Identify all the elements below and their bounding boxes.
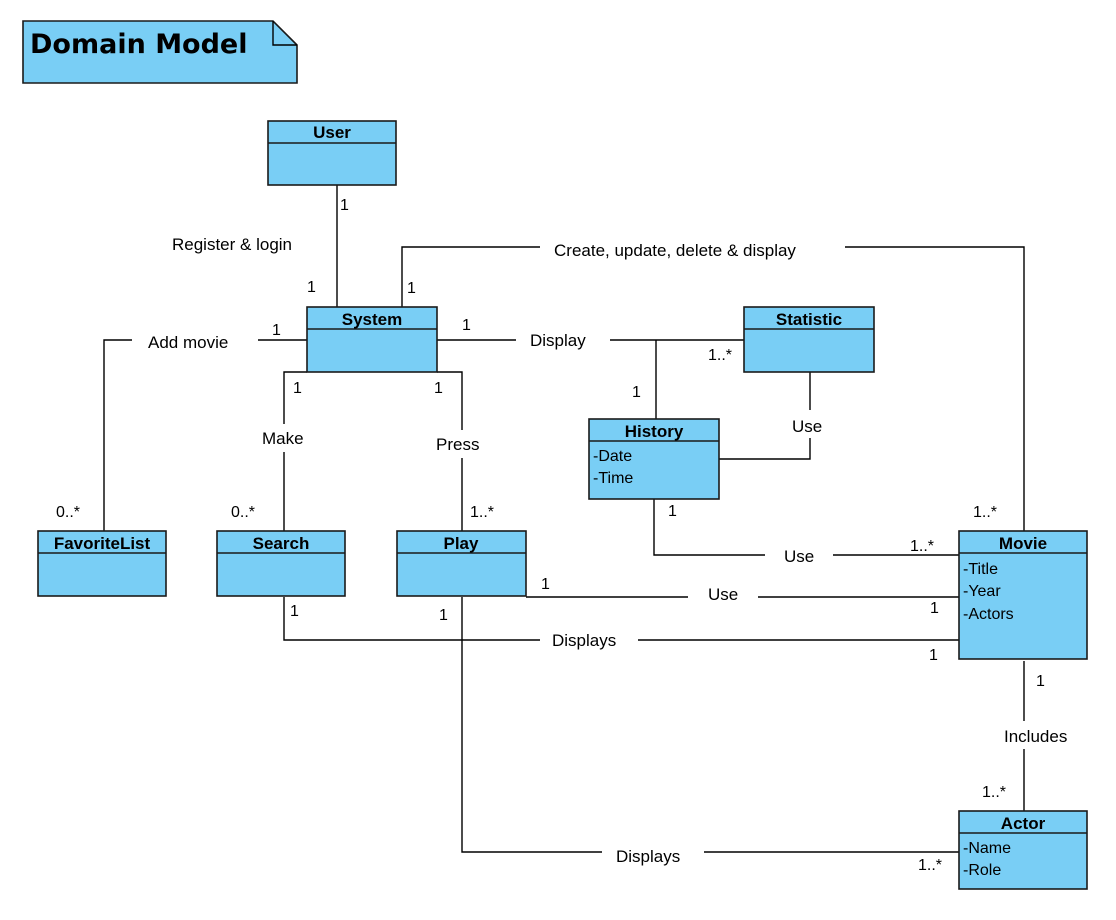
mult-display-statistic: 1..* xyxy=(708,347,732,364)
mult-display-system: 1 xyxy=(462,317,471,334)
line-search-displays xyxy=(283,597,540,641)
label-includes: Includes xyxy=(1004,727,1067,746)
class-play: Play xyxy=(396,530,527,597)
class-movie-attr-title: -Title xyxy=(963,561,998,578)
mult-includes-actor: 1..* xyxy=(982,784,1006,801)
mult-search-displays-movie: 1 xyxy=(929,647,938,664)
line-create xyxy=(401,246,540,307)
mult-search-displays-search: 1 xyxy=(290,603,299,620)
mult-create-system: 1 xyxy=(407,280,416,297)
mult-play-displays-actor: 1..* xyxy=(918,857,942,874)
title-note: Domain Model xyxy=(22,20,298,84)
diagram-title: Domain Model xyxy=(30,29,248,60)
class-favorite-list-name: FavoriteList xyxy=(54,534,151,553)
association-labels: Register & login 1 1 Create, update, del… xyxy=(56,197,1067,874)
mult-create-movie: 1..* xyxy=(973,504,997,521)
label-add-movie: Add movie xyxy=(148,333,228,352)
label-create: Create, update, delete & display xyxy=(554,241,796,260)
mult-register-system: 1 xyxy=(307,279,316,296)
mult-press-play: 1..* xyxy=(470,504,494,521)
line-create-2 xyxy=(845,246,1025,531)
class-history-attr-time: -Time xyxy=(593,470,633,487)
mult-play-use-movie: 1 xyxy=(930,600,939,617)
label-play-use: Use xyxy=(708,585,738,604)
line-stat-use-2 xyxy=(719,438,811,460)
class-system: System xyxy=(306,306,438,373)
mult-includes-movie: 1 xyxy=(1036,673,1045,690)
line-make xyxy=(283,371,307,424)
mult-press-system: 1 xyxy=(434,380,443,397)
class-search-name: Search xyxy=(253,534,310,553)
label-register: Register & login xyxy=(172,235,292,254)
class-actor-name: Actor xyxy=(1001,814,1046,833)
label-display: Display xyxy=(530,331,586,350)
label-stat-use: Use xyxy=(792,417,822,436)
line-press xyxy=(437,371,463,430)
mult-register-user: 1 xyxy=(340,197,349,214)
mult-history-use-movie: 1..* xyxy=(910,538,934,555)
class-movie-attr-actors: -Actors xyxy=(963,606,1014,623)
class-user-name: User xyxy=(313,123,351,142)
class-user: User xyxy=(267,120,397,186)
label-search-displays: Displays xyxy=(552,631,616,650)
label-press: Press xyxy=(436,435,479,454)
class-movie-attr-year: -Year xyxy=(963,583,1001,600)
label-make: Make xyxy=(262,429,304,448)
mult-make-search: 0..* xyxy=(231,504,255,521)
mult-add-movie-system: 1 xyxy=(272,322,281,339)
mult-add-movie-favorites: 0..* xyxy=(56,504,80,521)
mult-play-use-play: 1 xyxy=(541,576,550,593)
class-history-name: History xyxy=(625,422,684,441)
line-add-movie-2 xyxy=(103,339,132,531)
class-search: Search xyxy=(216,530,346,597)
mult-play-displays-play: 1 xyxy=(439,607,448,624)
mult-history-use-history: 1 xyxy=(668,503,677,520)
class-favorite-list: FavoriteList xyxy=(37,530,167,597)
label-history-use: Use xyxy=(784,547,814,566)
line-history-use xyxy=(653,499,765,556)
class-actor: Actor -Name -Role xyxy=(958,810,1088,890)
class-history-attr-date: -Date xyxy=(593,448,632,465)
mult-display-history: 1 xyxy=(632,384,641,401)
association-lines xyxy=(103,185,1025,853)
label-play-displays: Displays xyxy=(616,847,680,866)
class-statistic: Statistic xyxy=(743,306,875,373)
class-history: History -Date -Time xyxy=(588,418,720,500)
line-play-displays xyxy=(461,597,602,853)
class-actor-attr-name: -Name xyxy=(963,840,1011,857)
class-movie: Movie -Title -Year -Actors xyxy=(958,530,1088,660)
class-statistic-name: Statistic xyxy=(776,310,842,329)
class-system-name: System xyxy=(342,310,402,329)
class-actor-attr-role: -Role xyxy=(963,862,1001,879)
mult-make-system: 1 xyxy=(293,380,302,397)
class-play-name: Play xyxy=(444,534,480,553)
class-movie-name: Movie xyxy=(999,534,1047,553)
